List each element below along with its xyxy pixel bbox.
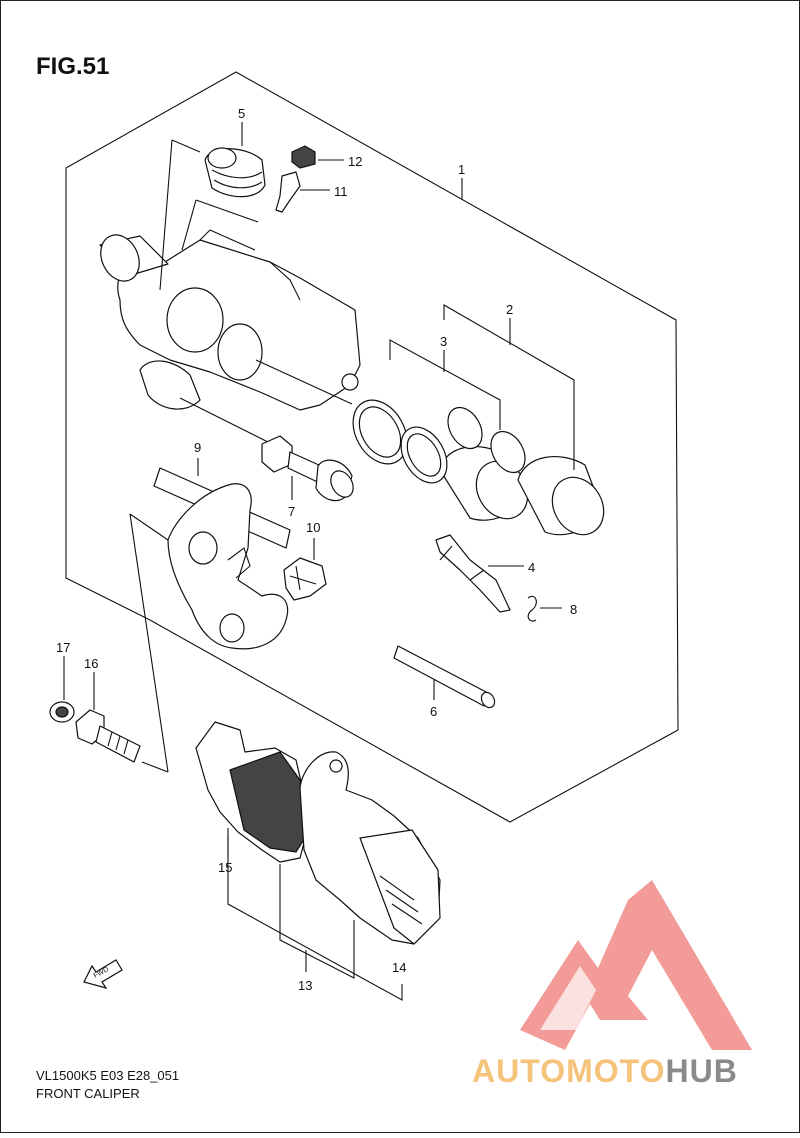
callout-2: 2: [506, 302, 513, 317]
figure-title: FIG.51: [36, 53, 109, 80]
callout-14: 14: [392, 960, 406, 975]
callout-1: 1: [458, 162, 465, 177]
callout-12: 12: [348, 154, 362, 169]
bleeder-cap-part-12: [291, 145, 316, 169]
callout-7: 7: [288, 504, 295, 519]
bleeder-valve-part-11: [275, 171, 301, 213]
caliper-bracket: [167, 483, 289, 650]
bracket-part-2: [443, 304, 575, 470]
guide-line-seal: [255, 359, 353, 405]
callout-3: 3: [440, 334, 447, 349]
callout-11: 11: [334, 184, 348, 199]
guide-line-bleeder: [195, 199, 259, 223]
guide-line-boot: [159, 139, 173, 291]
guide-line-bolt: [179, 397, 269, 443]
watermark-brand: AUTOMOTOHUB: [472, 1053, 738, 1089]
pad-clip-part-10: [283, 557, 327, 601]
callout-10: 10: [306, 520, 320, 535]
bracket-guide-left: [129, 513, 169, 773]
piston-part-2: [439, 446, 605, 536]
callout-5: 5: [238, 106, 245, 121]
callout-9: 9: [194, 440, 201, 455]
bracket-guide-top: [129, 513, 169, 541]
watermark-prefix: AUTOMOTO: [472, 1053, 665, 1089]
callout-13: 13: [298, 978, 312, 993]
bracket-part-3: [389, 339, 501, 430]
diagram-caption: FRONT CALIPER: [36, 1086, 140, 1101]
model-code: VL1500K5 E03 E28_051: [36, 1068, 179, 1083]
callout-15: 15: [218, 860, 232, 875]
callout-4: 4: [528, 560, 535, 575]
pad-pin-part-6: [393, 645, 496, 709]
mounting-bolt-part-16: [75, 709, 141, 763]
pad-pin-clip-part-8: [527, 595, 537, 622]
guide-line-bleeder-down: [181, 199, 197, 251]
guide-line-boot-top: [171, 139, 201, 153]
callout-17: 17: [56, 640, 70, 655]
slide-bolt-part-7: [261, 435, 354, 502]
callout-leaders: [63, 122, 562, 1001]
washer-part-17: [49, 701, 75, 723]
seal-part-3: [352, 399, 526, 484]
pad-spring-part-4: [435, 534, 511, 613]
automotohub-logo-icon: [520, 880, 752, 1050]
callout-16: 16: [84, 656, 98, 671]
watermark-suffix: HUB: [665, 1053, 737, 1089]
brake-pad-set: [195, 721, 441, 945]
caliper-body: [99, 229, 361, 411]
assembly-outline: [65, 71, 679, 823]
bracket-guide-bottom: [141, 761, 169, 773]
boot-part-5: [204, 147, 266, 198]
callout-6: 6: [430, 704, 437, 719]
fwd-direction-badge: FWD: [83, 959, 123, 990]
callout-8: 8: [570, 602, 577, 617]
